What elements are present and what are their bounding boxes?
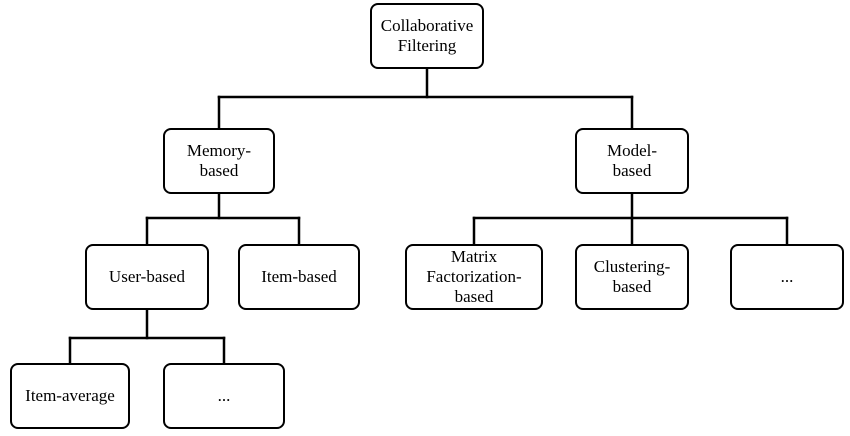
node-model-more: ... [730,244,844,310]
node-collaborative-filtering: Collaborative Filtering [370,3,484,69]
node-label: Memory- based [186,141,252,180]
node-label: Matrix Factorization- based [426,247,522,306]
node-item-average: Item-average [10,363,130,429]
node-label: ... [217,386,231,405]
node-label: User-based [108,267,186,286]
node-memory-based: Memory- based [163,128,275,194]
node-matrix-factorization-based: Matrix Factorization- based [405,244,543,310]
node-item-based: Item-based [238,244,360,310]
node-user-more: ... [163,363,285,429]
node-label: ... [780,267,794,286]
node-user-based: User-based [85,244,209,310]
node-label: Item-based [261,267,337,286]
node-clustering-based: Clustering- based [575,244,689,310]
node-model-based: Model- based [575,128,689,194]
node-label: Model- based [606,141,658,180]
node-label: Collaborative Filtering [380,16,474,55]
node-label: Item-average [25,386,115,405]
node-label: Clustering- based [593,257,671,296]
